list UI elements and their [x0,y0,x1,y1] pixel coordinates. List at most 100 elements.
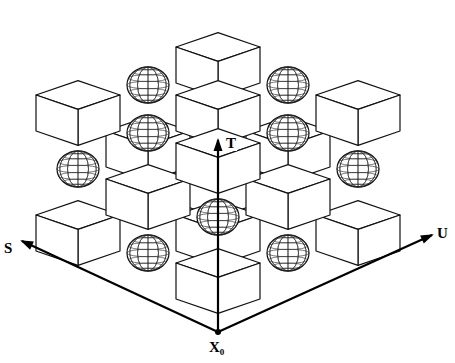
arrowhead [214,138,223,151]
parallel [59,159,98,166]
sphere-outline [267,115,309,151]
cube [316,81,400,146]
parallel [129,75,168,82]
meridian [138,115,159,151]
sphere-outline [127,115,169,151]
meridian [287,115,289,151]
parallel [70,184,86,187]
parallel [267,81,309,89]
sphere [267,235,309,271]
meridian [278,115,299,151]
cube-face [176,143,218,193]
cube-face [316,215,358,265]
meridian [278,67,299,103]
sphere [127,115,169,151]
meridian [68,151,89,187]
meridian [130,67,166,103]
parallel [280,268,296,271]
parallel [129,123,168,130]
axis-label: U [436,226,449,241]
parallel [140,268,156,271]
axis-line [218,235,432,332]
parallel [350,184,366,187]
meridian [60,151,96,187]
meridian [270,115,306,151]
meridian [77,151,79,187]
meridian [287,235,289,271]
meridian [138,235,159,271]
parallel [273,238,303,243]
parallel [269,88,308,95]
cube-face [78,95,120,145]
parallel [133,118,163,123]
meridian [270,115,306,151]
origin-label: X₀ [208,340,225,355]
parallel [343,179,373,184]
meridian [130,235,166,271]
arrowhead [20,240,34,250]
sphere-outline [57,151,99,187]
parallel [267,249,309,257]
meridian [147,235,149,271]
cube-face [358,95,400,145]
meridian [348,151,369,187]
sphere-outline [127,67,169,103]
parallel [133,70,163,75]
cube-face [148,179,190,229]
parallel [343,154,373,159]
sphere-outline [337,151,379,187]
parallel [273,95,303,100]
meridian [138,235,159,271]
parallel [57,165,99,173]
meridian [130,235,166,271]
sphere-outline [127,235,169,271]
meridian [340,151,376,187]
meridian [278,235,299,271]
meridian [287,67,289,103]
cube-face [106,179,148,229]
sphere [127,235,169,271]
parallel [129,88,168,95]
meridian [147,67,149,103]
cube-face [176,263,218,313]
parallel [267,129,309,137]
sphere [127,67,169,103]
parallel [133,263,163,268]
parallel [273,118,303,123]
meridian [270,67,306,103]
meridian [147,115,149,151]
meridian [138,67,159,103]
meridian [130,115,166,151]
parallel [129,136,168,143]
meridian [270,235,306,271]
sphere [337,151,379,187]
parallel [127,249,169,257]
cube-face [288,179,330,229]
parallel [269,75,308,82]
sphere [267,115,309,151]
parallel [273,143,303,148]
parallel [127,81,169,89]
cube-face [246,179,288,229]
meridian [348,151,369,187]
parallel [133,95,163,100]
parallel [140,148,156,151]
cube-face [218,263,260,313]
meridian [340,151,376,187]
sphere [57,151,99,187]
cube [36,81,120,146]
meridian [130,67,166,103]
cube-face [316,95,358,145]
meridian [130,115,166,151]
meridian [60,151,96,187]
sphere-outline [267,235,309,271]
parallel [339,159,378,166]
axes [20,138,434,335]
meridian [278,67,299,103]
parallel [337,165,379,173]
parallel [129,256,168,263]
parallel [63,154,93,159]
parallel [269,123,308,130]
meridian [138,67,159,103]
